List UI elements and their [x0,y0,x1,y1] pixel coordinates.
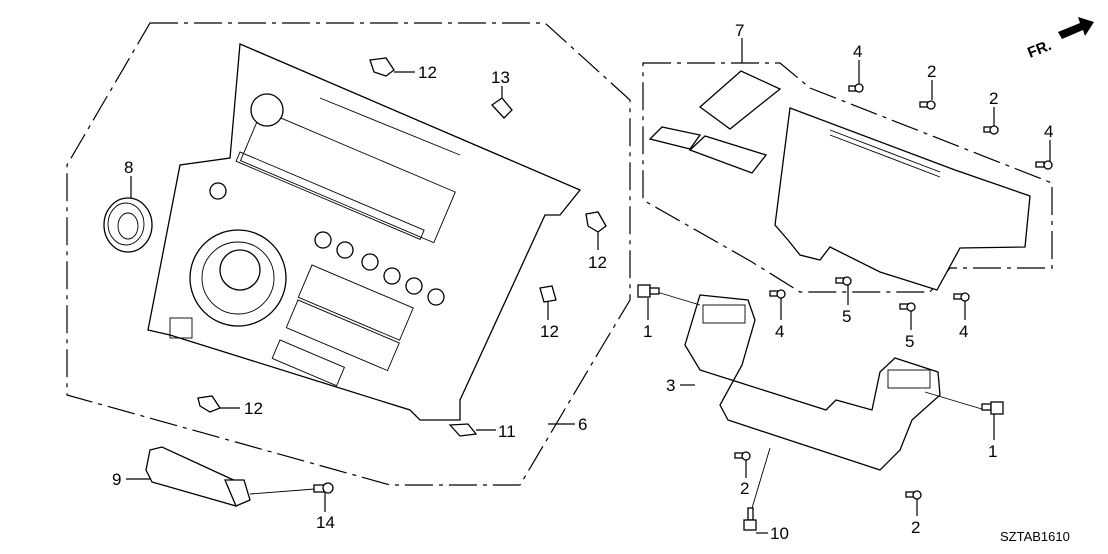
callout-4: 4 [959,322,968,341]
screw-14 [313,482,334,494]
diagram-code: SZTAB1610 [1000,529,1070,544]
callout-12: 12 [588,253,607,272]
callout-1: 1 [643,322,652,341]
callout-6: 6 [578,415,587,434]
callout-9: 9 [112,470,121,489]
screw-4-left-bottom [769,289,786,299]
front-arrow-icon [1058,17,1094,39]
callout-2: 2 [989,89,998,108]
callout-8: 8 [124,158,133,177]
audio-panel-assembly [147,43,582,421]
knob-8 [103,197,153,253]
clip-12-right-upper [585,211,607,233]
screw-2-top-2 [983,125,999,135]
bracket-plate [774,107,1031,291]
fr-label: FR. [1025,37,1054,62]
callout-12: 12 [244,399,263,418]
bolt-1-left [637,284,660,298]
screw-2-bottom-right [905,490,922,500]
callout-10: 10 [770,524,789,543]
callout-12: 12 [540,322,559,341]
label-sheets [648,70,782,174]
clip-13 [491,97,513,119]
callout-2: 2 [927,62,936,81]
callout-11: 11 [498,422,516,441]
screw-4-top [848,83,864,93]
screw-4-bottom-right [953,292,970,302]
callout-3: 3 [666,376,675,395]
bolt-10 [743,507,757,531]
callout-5: 5 [842,307,851,326]
clip-12-top [369,57,395,77]
callout-12: 12 [418,63,437,82]
callout-4: 4 [853,42,862,61]
screw-2-top-1 [919,100,936,110]
bolt-1-right [981,401,1004,415]
screw-2-bottom-left [734,451,751,461]
callout-2: 2 [740,479,749,498]
callout-4: 4 [1044,122,1053,141]
callout-13: 13 [491,68,510,87]
screw-4-right [1035,160,1053,170]
assembly-boundary-6 [66,22,631,486]
callout-14: 14 [316,513,335,532]
clip-12-right-lower [539,285,557,303]
callout-2: 2 [911,518,920,537]
callout-5: 5 [905,332,914,351]
callout-4: 4 [775,322,784,341]
screw-5-left [835,276,852,286]
clip-12-bottom [197,395,221,413]
front-direction-indicator: FR. [1025,17,1094,62]
clip-11 [448,423,478,437]
screw-5-right [899,302,916,312]
bracket-3 [684,294,941,471]
callout-7: 7 [735,21,744,40]
callout-1: 1 [988,442,997,461]
assembly-boundary-7 [642,62,1053,293]
switch-9 [145,446,251,507]
